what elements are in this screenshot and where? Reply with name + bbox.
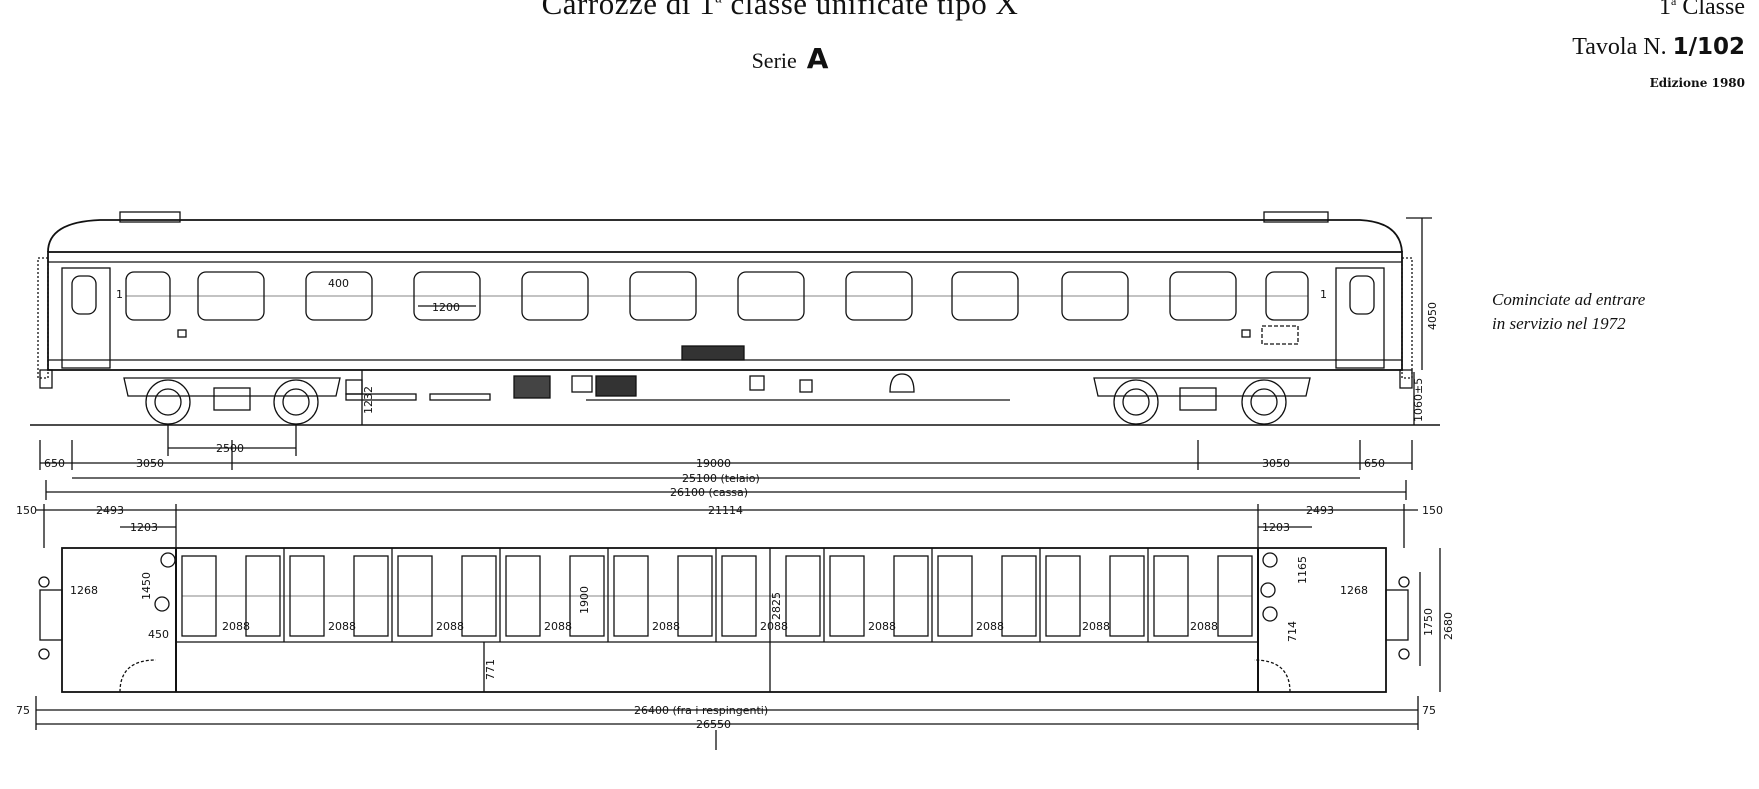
body-width-label: 2825	[770, 592, 783, 620]
corridor-width-label: 771	[484, 659, 497, 680]
buffer-left	[39, 369, 53, 389]
buffer-right	[1399, 369, 1413, 389]
end-left-label: 150	[16, 504, 37, 517]
buffer-left-label: 75	[16, 704, 30, 717]
floor-height-label: 1232	[362, 386, 375, 414]
door-number-right: 1	[1320, 288, 1327, 301]
end-right-label: 150	[1422, 504, 1443, 517]
bogie-centres-label: 19000	[696, 457, 731, 470]
over-buffers-label: 26400 (fra i respingenti)	[634, 704, 768, 717]
body-length-label: 26100 (cassa)	[670, 486, 748, 499]
compartments-length-label: 21114	[708, 504, 743, 517]
wheel	[145, 379, 191, 425]
wc-left-depth: 1450	[140, 572, 153, 600]
bogie-right	[1093, 377, 1311, 425]
gangway-width-label: 1750	[1422, 608, 1435, 636]
edition-label: Edizione 1980	[1649, 76, 1745, 90]
compartments	[181, 548, 1253, 642]
wheel	[273, 379, 319, 425]
car-roof	[47, 219, 1403, 253]
frame-length-label: 25100 (telaio)	[682, 472, 760, 485]
compartment-length: 2088	[544, 620, 572, 633]
compartment-length: 2088	[222, 620, 250, 633]
bogie-left	[123, 377, 341, 425]
compartment-length: 2088	[1190, 620, 1218, 633]
end-door-right	[1335, 267, 1385, 369]
end-door-left	[61, 267, 111, 369]
wheel	[1113, 379, 1159, 425]
gangway-left	[39, 589, 63, 641]
compartment-length: 2088	[328, 620, 356, 633]
door-left-label: 1203	[130, 521, 158, 534]
plan-view: 150 2493 21114 2493 150 1203 1203	[16, 504, 1455, 750]
compartment-length: 2088	[760, 620, 788, 633]
side-view: 1 1 400 1200	[30, 211, 1440, 500]
plate-number: Tavola N. 1/102	[1572, 34, 1745, 60]
drawing-title: Carrozze di 1a classe unificate tipo X	[541, 0, 1019, 21]
compartment-length: 2088	[868, 620, 896, 633]
wc-right-depth: 1165	[1296, 556, 1309, 584]
compartment-length: 2088	[436, 620, 464, 633]
gangway-right	[1385, 589, 1409, 641]
wheel	[1241, 379, 1287, 425]
pivot-right-label: 3050	[1262, 457, 1290, 470]
underframe-box	[513, 375, 551, 399]
roof-vent-left	[119, 211, 181, 223]
overall-width-label: 2680	[1442, 612, 1455, 640]
gangway-right-width: 1268	[1340, 584, 1368, 597]
class-label: 1a Classe	[1659, 0, 1745, 20]
compartment-length: 2088	[652, 620, 680, 633]
side-plate	[681, 345, 745, 361]
door-right-label: 1203	[1262, 521, 1290, 534]
service-note-line1: Cominciate ad entrare	[1492, 290, 1646, 309]
total-height-label: 4050	[1426, 302, 1439, 330]
overhang-left-label: 650	[44, 457, 65, 470]
compartment-width-label: 1900	[578, 586, 591, 614]
wheelbase-label: 2500	[216, 442, 244, 455]
door-number-left: 1	[116, 288, 123, 301]
service-note-line2: in servizio nel 1972	[1492, 314, 1626, 333]
overhang-right-label: 650	[1364, 457, 1385, 470]
buffer-height-label: 1060±5	[1412, 378, 1425, 422]
buffer-right-label: 75	[1422, 704, 1436, 717]
roof-vent-right	[1263, 211, 1329, 223]
compartment-length: 2088	[1082, 620, 1110, 633]
car-body	[47, 251, 1403, 371]
vestibule-right-label: 2493	[1306, 504, 1334, 517]
vestibule-left-label: 2493	[96, 504, 124, 517]
gangway-left-width: 1268	[70, 584, 98, 597]
wc-width-label: 450	[148, 628, 169, 641]
overall-length-label: 26550	[696, 718, 731, 731]
service-note: Cominciate ad entrare in servizio nel 19…	[1492, 288, 1732, 336]
window-height-label: 400	[328, 277, 349, 290]
underframe-box	[595, 375, 637, 397]
side-windows	[125, 271, 1309, 321]
corridor-right-label: 714	[1286, 621, 1299, 642]
compartment-length: 2088	[976, 620, 1004, 633]
pivot-left-label: 3050	[136, 457, 164, 470]
series-value: A	[806, 42, 829, 75]
window-width-label: 1200	[432, 301, 460, 314]
